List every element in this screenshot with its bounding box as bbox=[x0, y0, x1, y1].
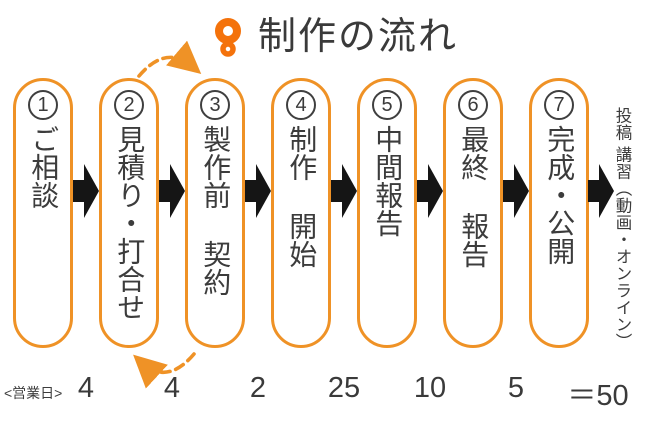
flow-arrow-icon bbox=[588, 164, 614, 218]
step-label: 見積り・打合せ bbox=[114, 125, 146, 321]
step-number: 6 bbox=[458, 90, 488, 120]
flow-arrow-icon bbox=[331, 164, 357, 218]
flow-arrow-icon bbox=[503, 164, 529, 218]
outcome-text: 投稿 講習（動画・オンライン） bbox=[612, 107, 631, 351]
step-pill-3: 3 製作前 契約 bbox=[185, 78, 245, 348]
figure-eight-pin-icon bbox=[215, 18, 241, 57]
duration-value: 2 bbox=[249, 372, 267, 404]
page-title: 制作の流れ bbox=[258, 16, 459, 58]
duration-value: 4 bbox=[77, 372, 95, 404]
step-pill-6: 6 最終 報告 bbox=[443, 78, 503, 348]
step-number: 3 bbox=[200, 90, 230, 120]
step-label: 最終 報告 bbox=[458, 125, 490, 268]
step-number: 7 bbox=[544, 90, 574, 120]
step-label: 中間報告 bbox=[372, 125, 404, 237]
step-pill-2: 2 見積り・打合せ bbox=[99, 78, 159, 348]
loop-arrow-bottom-icon bbox=[133, 352, 196, 389]
duration-value: 10 bbox=[413, 372, 447, 404]
flow-arrow-icon bbox=[159, 164, 185, 218]
step-number: 2 bbox=[114, 90, 144, 120]
step-label: ご相談 bbox=[28, 125, 60, 209]
step-number: 5 bbox=[372, 90, 402, 120]
step-number: 1 bbox=[28, 90, 58, 120]
step-pill-5: 5 中間報告 bbox=[357, 78, 417, 348]
step-label: 完成・公開 bbox=[544, 125, 576, 265]
duration-value: 5 bbox=[507, 372, 525, 404]
flow-arrow-icon bbox=[245, 164, 271, 218]
total-days: ＝50 bbox=[567, 380, 629, 412]
flow-arrow-icon bbox=[73, 164, 99, 218]
business-days-label: <営業日> bbox=[4, 385, 63, 401]
flow-arrow-icon bbox=[417, 164, 443, 218]
step-pill-4: 4 制作 開始 bbox=[271, 78, 331, 348]
title-area: 制作の流れ bbox=[0, 0, 648, 70]
step-label: 制作 開始 bbox=[286, 125, 318, 268]
step-label: 製作前 契約 bbox=[200, 125, 232, 296]
step-number: 4 bbox=[286, 90, 316, 120]
duration-value: 4 bbox=[163, 372, 181, 404]
duration-value: 25 bbox=[327, 372, 361, 404]
step-pill-7: 7 完成・公開 bbox=[529, 78, 589, 348]
step-pill-1: 1 ご相談 bbox=[13, 78, 73, 348]
